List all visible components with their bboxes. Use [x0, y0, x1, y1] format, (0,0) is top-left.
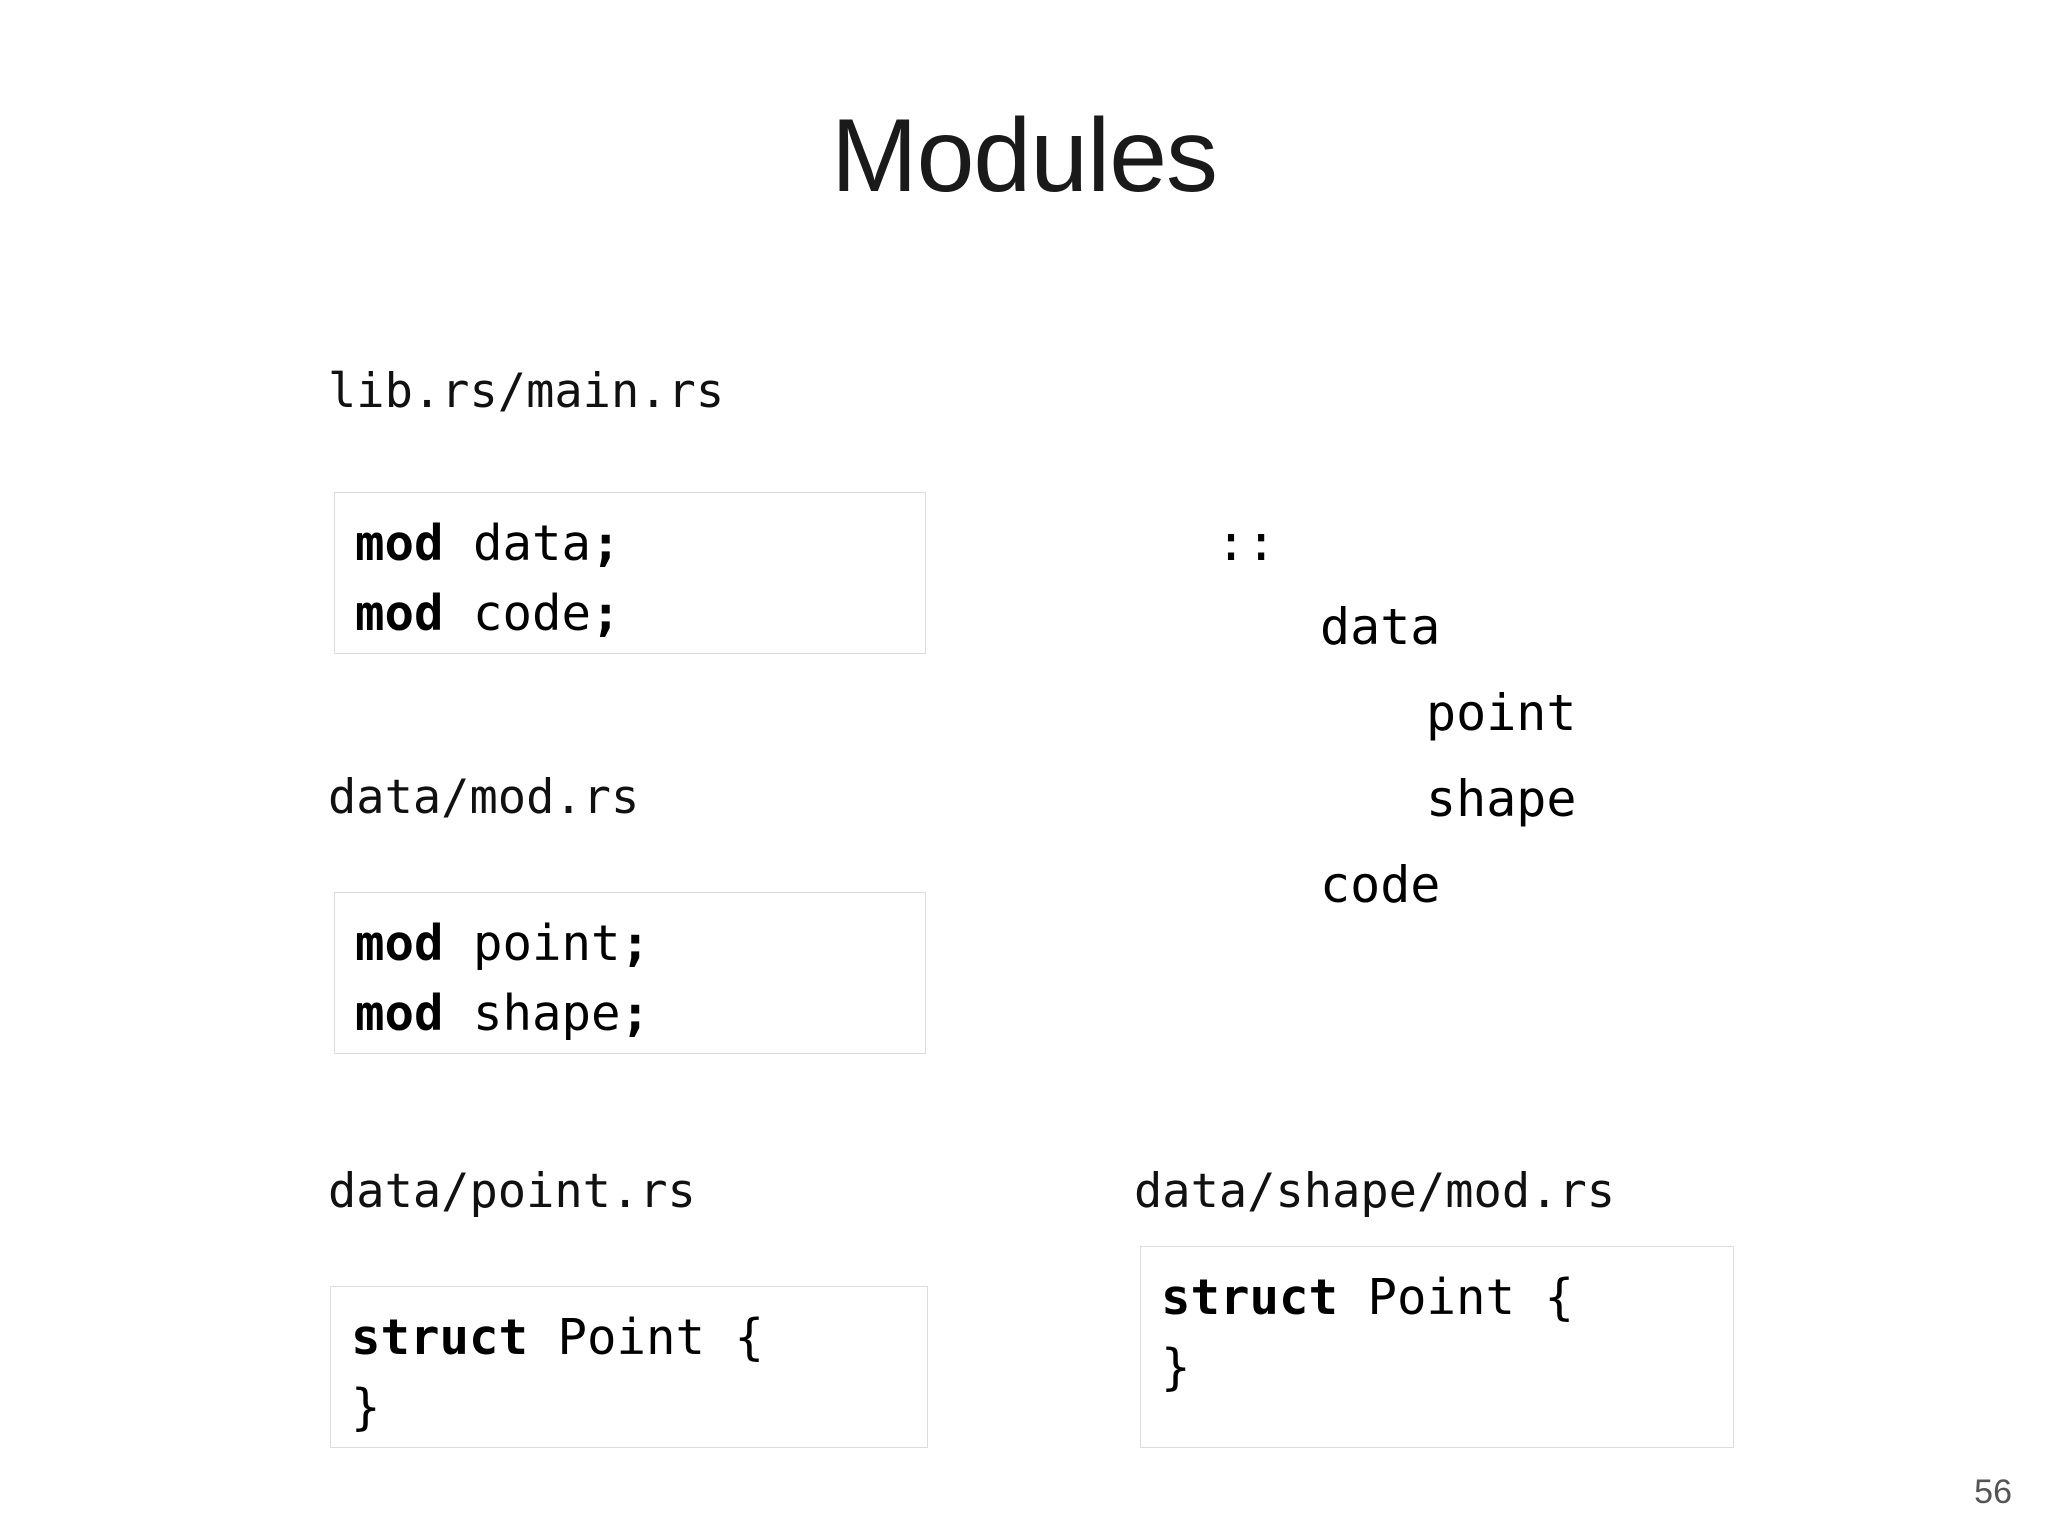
code-punctuation: ;: [591, 515, 621, 572]
code-card-inner: struct Point { }: [330, 1286, 928, 1448]
module-tree-node-code: code: [1320, 856, 1441, 914]
code-line: mod shape;: [355, 979, 905, 1049]
code-identifier: data: [443, 515, 592, 572]
code-punctuation: ;: [591, 585, 621, 642]
module-tree-node-point: point: [1426, 684, 1577, 742]
code-keyword: mod: [355, 515, 444, 572]
code-identifier: }: [1161, 1339, 1191, 1396]
code-card-data-shape-mod: struct Point { }: [1126, 1232, 1748, 1462]
code-punctuation: ;: [620, 985, 651, 1042]
code-keyword: mod: [355, 985, 444, 1042]
code-card-inner: mod point; mod shape;: [334, 892, 926, 1054]
file-path-label-data-mod: data/mod.rs: [328, 770, 640, 825]
code-keyword: struct: [1161, 1269, 1339, 1326]
code-identifier: Point {: [528, 1309, 765, 1366]
code-keyword: mod: [355, 915, 444, 972]
code-line: mod data;: [355, 509, 905, 579]
code-identifier: Point {: [1338, 1269, 1575, 1326]
file-path-label-data-point: data/point.rs: [328, 1164, 696, 1219]
code-line: }: [1161, 1333, 1713, 1403]
file-path-label-lib-main: lib.rs/main.rs: [328, 364, 725, 419]
code-card-data-mod: mod point; mod shape;: [320, 878, 940, 1068]
code-punctuation: ;: [620, 915, 651, 972]
code-identifier: code: [443, 585, 592, 642]
page-title: Modules: [830, 98, 1218, 214]
code-card-inner: struct Point { }: [1140, 1246, 1734, 1448]
code-line: }: [351, 1373, 907, 1443]
module-tree-node-shape: shape: [1426, 770, 1577, 828]
code-identifier: shape: [443, 985, 621, 1042]
code-card-lib-main: mod data; mod code;: [320, 478, 940, 668]
code-card-data-point: struct Point { }: [316, 1272, 942, 1462]
code-line: mod point;: [355, 909, 905, 979]
page-number: 56: [1974, 1473, 2012, 1511]
module-tree-root: ::: [1216, 514, 1277, 572]
code-line: struct Point {: [1161, 1263, 1713, 1333]
code-card-inner: mod data; mod code;: [334, 492, 926, 654]
module-tree-node-data: data: [1320, 598, 1441, 656]
file-path-label-data-shape-mod: data/shape/mod.rs: [1134, 1164, 1616, 1219]
code-line: struct Point {: [351, 1303, 907, 1373]
code-keyword: struct: [351, 1309, 529, 1366]
code-identifier: point: [443, 915, 621, 972]
code-line: mod code;: [355, 579, 905, 649]
code-keyword: mod: [355, 585, 444, 642]
code-identifier: }: [351, 1379, 381, 1436]
